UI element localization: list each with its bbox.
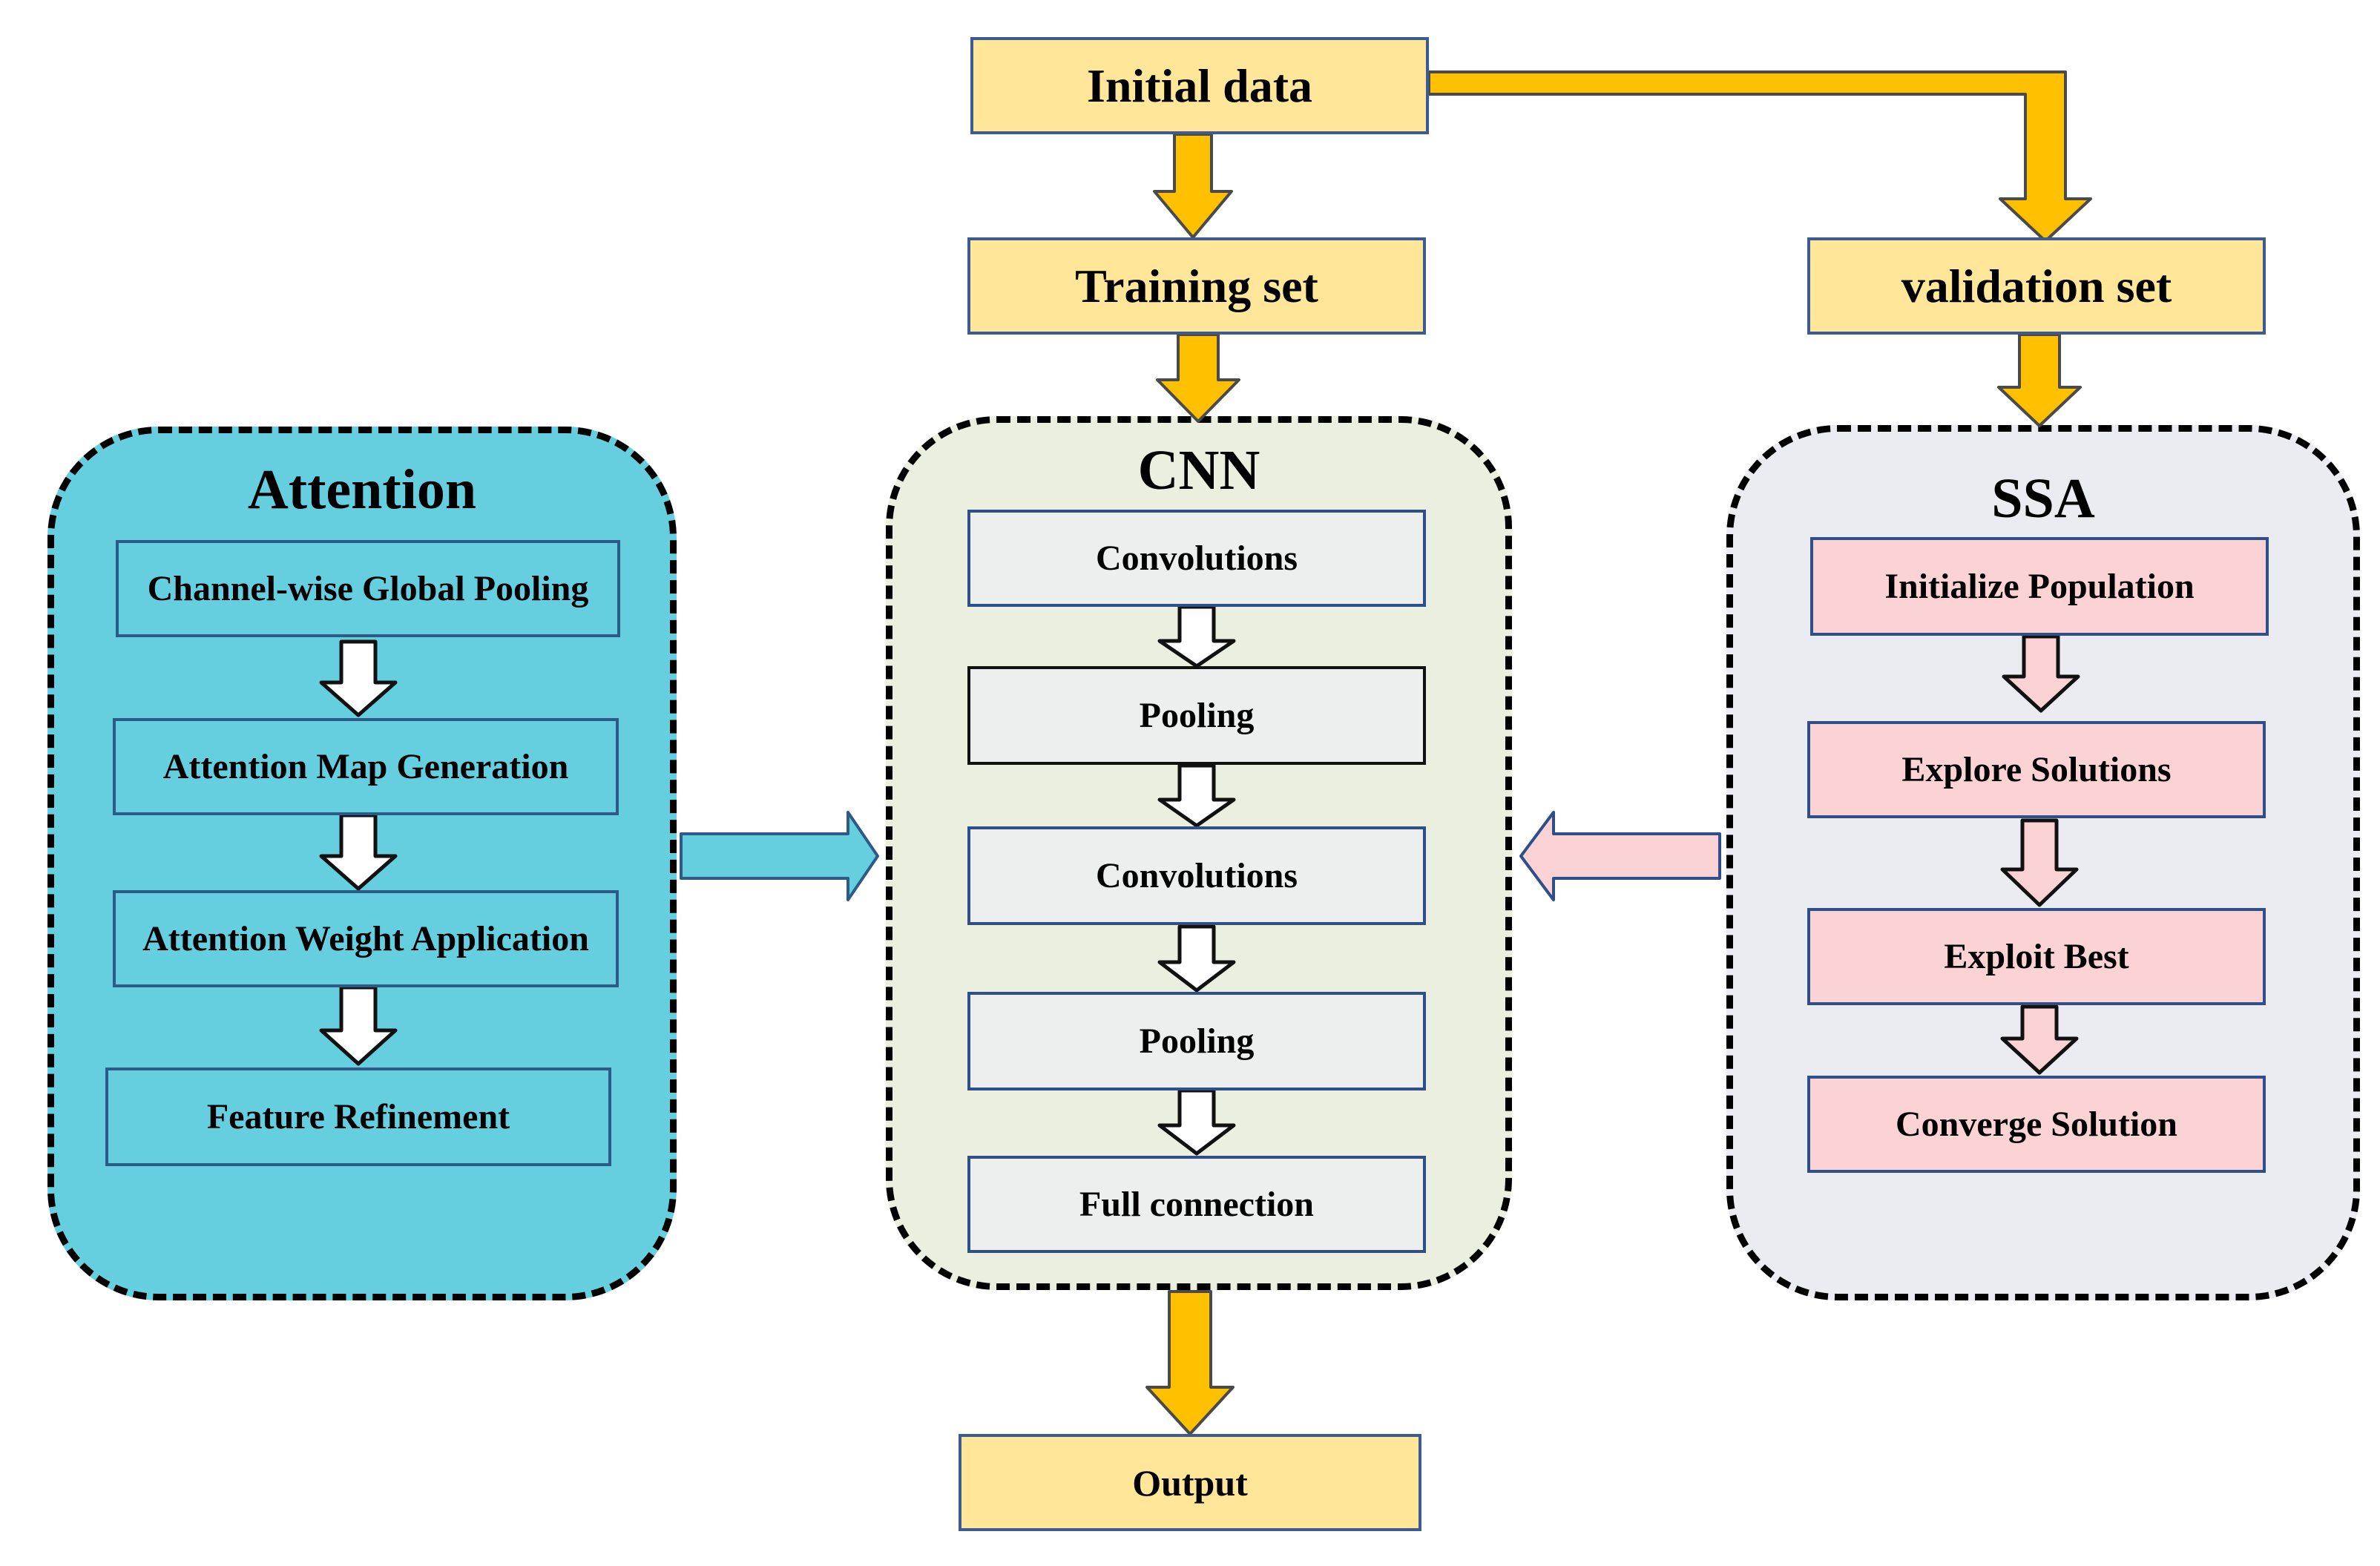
cnn-step-convolutions-1: Convolutions <box>967 510 1426 607</box>
cnn-title: CNN <box>1137 439 1260 501</box>
arrow-initial-to-training <box>1153 133 1233 239</box>
arrow-initial-to-validation <box>1427 70 2092 243</box>
arrow-ssa-to-cnn <box>1519 811 1721 901</box>
cnn-step-full-connection: Full connection <box>967 1156 1426 1253</box>
cnn-step-arrow <box>1157 605 1236 668</box>
attention-title: Attention <box>247 458 477 521</box>
ssa-step-exploit-best: Exploit Best <box>1807 908 2266 1005</box>
arrow-training-to-cnn <box>1156 333 1240 423</box>
ssa-step-initialize-population: Initialize Population <box>1810 537 2269 636</box>
training-set-box: Training set <box>967 237 1426 335</box>
ssa-step-arrow <box>2000 818 2079 907</box>
validation-set-box: validation set <box>1807 237 2266 335</box>
ssa-step-arrow <box>2002 634 2080 713</box>
cnn-step-arrow <box>1157 763 1236 828</box>
arrow-validation-to-ssa <box>1997 333 2082 427</box>
ssa-step-converge-solution: Converge Solution <box>1807 1076 2266 1173</box>
cnn-step-arrow <box>1157 1088 1236 1156</box>
arrow-attention-to-cnn <box>680 811 879 901</box>
attention-step-channel-pooling: Channel-wise Global Pooling <box>116 540 620 637</box>
cnn-step-convolutions-2: Convolutions <box>967 826 1426 925</box>
ssa-step-explore-solutions: Explore Solutions <box>1807 721 2266 818</box>
ssa-title: SSA <box>1991 467 2095 530</box>
attention-step-arrow <box>319 985 398 1066</box>
attention-step-arrow <box>319 639 398 717</box>
output-box: Output <box>959 1434 1421 1531</box>
initial-data-box: Initial data <box>970 37 1429 134</box>
arrow-cnn-to-output <box>1145 1290 1235 1435</box>
cnn-step-pooling-2: Pooling <box>967 992 1426 1090</box>
ssa-step-arrow <box>2000 1004 2079 1075</box>
attention-step-feature-refinement: Feature Refinement <box>105 1067 611 1166</box>
attention-step-arrow <box>319 813 398 891</box>
cnn-step-arrow <box>1157 924 1236 993</box>
cnn-step-pooling-1: Pooling <box>967 666 1426 765</box>
attention-step-map-generation: Attention Map Generation <box>113 718 619 815</box>
attention-step-weight-application: Attention Weight Application <box>113 890 619 987</box>
